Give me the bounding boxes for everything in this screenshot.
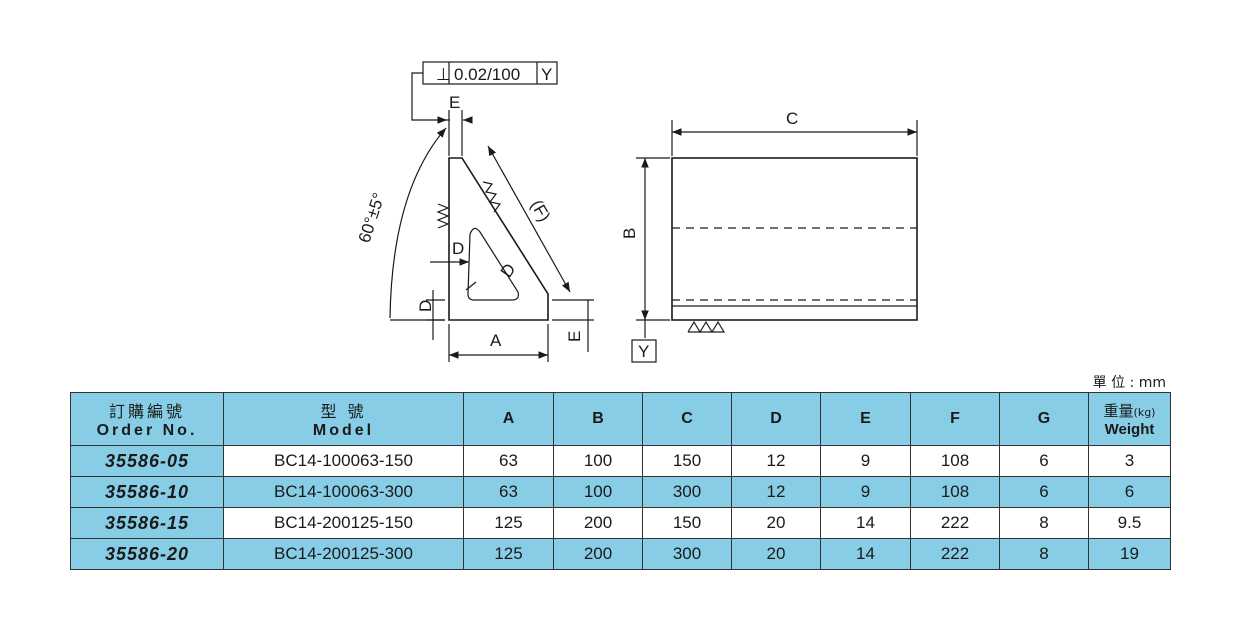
header-b: B	[553, 392, 643, 446]
cell-d: 20	[731, 538, 821, 570]
header-d: D	[731, 392, 821, 446]
header-order-en: Order No.	[96, 422, 198, 439]
tolerance-value: 0.02/100	[454, 65, 520, 84]
table-row: 35586-05 BC14-100063-150 63 100 150 12 9…	[70, 445, 1171, 477]
cell-d: 12	[731, 476, 821, 508]
cell-weight: 6	[1088, 476, 1171, 508]
table-row: 35586-15 BC14-200125-150 125 200 150 20 …	[70, 507, 1171, 539]
order-number: 35586-05	[70, 445, 224, 477]
cell-weight: 9.5	[1088, 507, 1171, 539]
cell-e: 9	[820, 445, 911, 477]
header-a: A	[463, 392, 554, 446]
cell-g: 6	[999, 476, 1089, 508]
technical-drawing: ⊥ 0.02/100 Y E A D D D E (F) 60°±5° C B …	[355, 61, 918, 363]
cell-b: 100	[553, 445, 643, 477]
cell-d: 12	[731, 445, 821, 477]
table-row: 35586-20 BC14-200125-300 125 200 300 20 …	[70, 538, 1171, 570]
dim-a: A	[490, 331, 502, 350]
header-order-zh: 訂購編號	[108, 402, 185, 421]
header-model-zh: 型 號	[320, 402, 367, 421]
unit-note: 單 位 : mm	[1092, 375, 1166, 391]
header-weight-unit: (kg)	[1133, 406, 1156, 419]
cell-a: 125	[463, 507, 554, 539]
cell-f: 108	[910, 445, 1000, 477]
order-number: 35586-15	[70, 507, 224, 539]
cell-c: 300	[642, 476, 732, 508]
cell-e: 14	[820, 538, 911, 570]
cell-g: 8	[999, 538, 1089, 570]
angle-plate-front-view	[671, 157, 918, 334]
cell-c: 150	[642, 445, 732, 477]
cell-c: 300	[642, 538, 732, 570]
cell-a: 63	[463, 445, 554, 477]
dim-d-bottom: D	[416, 300, 435, 312]
order-number: 35586-10	[70, 476, 224, 508]
cell-g: 8	[999, 507, 1089, 539]
datum-label: Y	[541, 65, 552, 84]
cell-c: 150	[642, 507, 732, 539]
dim-d-inner: D	[452, 239, 464, 258]
model-number: BC14-100063-150	[223, 445, 464, 477]
header-f: F	[910, 392, 1000, 446]
spec-table: 訂購編號 Order No. 型 號 Model A B C D E F G 重…	[70, 392, 1171, 570]
header-order: 訂購編號 Order No.	[70, 392, 224, 446]
cell-f: 222	[910, 538, 1000, 570]
cell-b: 200	[553, 507, 643, 539]
dim-b: B	[620, 228, 639, 239]
cell-weight: 3	[1088, 445, 1171, 477]
header-g: G	[999, 392, 1089, 446]
tolerance-frame	[411, 61, 558, 121]
dim-e-side: E	[565, 331, 584, 342]
cell-d: 20	[731, 507, 821, 539]
dim-c: C	[786, 109, 798, 128]
dim-f: (F)	[527, 197, 554, 225]
datum-y: Y	[638, 342, 649, 361]
cell-f: 108	[910, 476, 1000, 508]
model-number: BC14-200125-150	[223, 507, 464, 539]
angle-tolerance: 60°±5°	[355, 190, 389, 245]
cell-b: 100	[553, 476, 643, 508]
cell-e: 9	[820, 476, 911, 508]
perpendicularity-symbol: ⊥	[436, 65, 451, 84]
order-number: 35586-20	[70, 538, 224, 570]
table-row: 35586-10 BC14-100063-300 63 100 300 12 9…	[70, 476, 1171, 508]
dim-e-top: E	[449, 93, 460, 112]
cell-a: 63	[463, 476, 554, 508]
cell-b: 200	[553, 538, 643, 570]
header-model: 型 號 Model	[223, 392, 464, 446]
cell-f: 222	[910, 507, 1000, 539]
cell-g: 6	[999, 445, 1089, 477]
model-number: BC14-100063-300	[223, 476, 464, 508]
model-number: BC14-200125-300	[223, 538, 464, 570]
header-weight-zh: 重量	[1103, 402, 1134, 420]
header-weight: 重量(kg) Weight	[1088, 392, 1171, 446]
table-header-row: 訂購編號 Order No. 型 號 Model A B C D E F G 重…	[70, 392, 1171, 446]
cell-weight: 19	[1088, 538, 1171, 570]
header-model-en: Model	[312, 422, 375, 439]
cell-a: 125	[463, 538, 554, 570]
header-weight-en: Weight	[1104, 421, 1155, 438]
header-e: E	[820, 392, 911, 446]
header-c: C	[642, 392, 732, 446]
cell-e: 14	[820, 507, 911, 539]
